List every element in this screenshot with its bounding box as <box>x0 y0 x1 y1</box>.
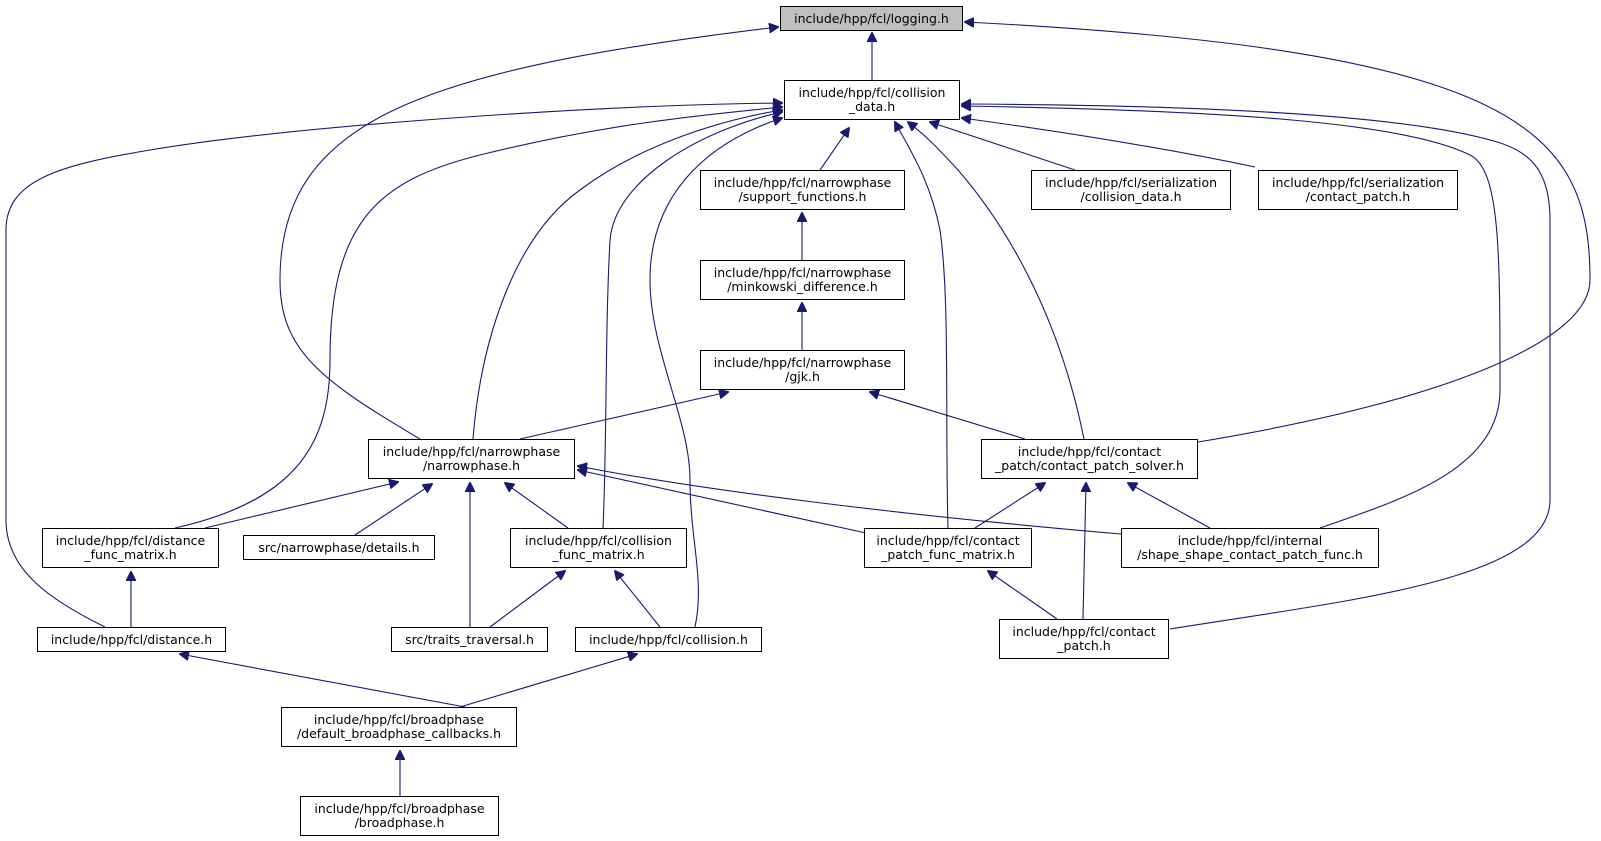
edge-defaultcb-to-collision <box>459 654 637 708</box>
node-label: include/hpp/fcl/logging.h <box>794 10 949 26</box>
node-narrowphase-h[interactable]: include/hpp/fcl/narrowphase /narrowphase… <box>368 439 575 479</box>
edge-distfm-to-cdata <box>174 107 782 529</box>
edge-collfm-to-cdata <box>602 112 782 529</box>
node-details-h[interactable]: src/narrowphase/details.h <box>243 535 435 560</box>
node-label: include/hpp/fcl/serialization <box>1271 175 1445 190</box>
node-label: include/hpp/fcl/narrowphase <box>713 175 892 190</box>
node-shape-shape-contact-patch-func-h[interactable]: include/hpp/fcl/internal /shape_shape_co… <box>1121 528 1379 568</box>
edge-contactpatch-to-cpsolver <box>1083 483 1086 620</box>
edge-collision-to-cdata <box>649 118 782 628</box>
edge-sercd-to-cdata <box>930 122 1076 171</box>
edge-cpsolver-to-gjk <box>870 392 1026 440</box>
node-label: _data.h <box>848 99 896 114</box>
node-label: _patch.h <box>1057 638 1111 653</box>
node-label: /broadphase.h <box>354 815 445 830</box>
node-logging-h: include/hpp/fcl/logging.h <box>780 6 963 31</box>
node-label: /narrowphase.h <box>422 458 521 473</box>
node-label: include/hpp/fcl/serialization <box>1044 175 1218 190</box>
node-label: /contact_patch.h <box>1305 189 1411 204</box>
node-label: include/hpp/fcl/collision <box>525 533 672 548</box>
node-label: include/hpp/fcl/distance <box>55 533 206 548</box>
node-gjk-h[interactable]: include/hpp/fcl/narrowphase /gjk.h <box>700 350 905 390</box>
edge-sercp-to-cdata <box>962 118 1256 168</box>
edge-support-to-cdata <box>819 128 849 171</box>
node-contact-patch-func-matrix-h[interactable]: include/hpp/fcl/contact _patch_func_matr… <box>864 528 1032 568</box>
edge-contactpatch-to-cpfm <box>988 571 1058 620</box>
edge-cpsolver-to-cdata <box>908 122 1085 440</box>
edge-collfm-to-narrow <box>505 483 569 529</box>
node-label: include/hpp/fcl/narrowphase <box>713 265 892 280</box>
node-label: /support_functions.h <box>738 189 867 204</box>
node-label: _func_matrix.h <box>84 547 177 562</box>
node-contact-patch-h[interactable]: include/hpp/fcl/contact _patch.h <box>999 619 1169 659</box>
node-label: _func_matrix.h <box>552 547 645 562</box>
node-label: include/hpp/fcl/collision.h <box>589 631 748 647</box>
edge-details-to-narrow <box>354 484 432 536</box>
node-label: /default_broadphase_callbacks.h <box>296 726 502 741</box>
edge-cpfm-to-cpsolver <box>974 483 1045 529</box>
edge-narrow-to-gjk <box>519 392 728 440</box>
node-label: src/traits_traversal.h <box>405 631 534 647</box>
node-label: /minkowski_difference.h <box>727 279 878 294</box>
node-support-functions-h[interactable]: include/hpp/fcl/narrowphase /support_fun… <box>700 170 905 210</box>
node-contact-patch-solver-h[interactable]: include/hpp/fcl/contact _patch/contact_p… <box>981 439 1198 479</box>
node-label: include/hpp/fcl/collision <box>798 85 946 100</box>
node-collision-func-matrix-h[interactable]: include/hpp/fcl/collision _func_matrix.h <box>510 528 687 568</box>
node-label: include/hpp/fcl/distance.h <box>50 631 213 647</box>
edge-cpsolver-to-logging <box>965 22 1591 443</box>
node-distance-func-matrix-h[interactable]: include/hpp/fcl/distance _func_matrix.h <box>42 528 219 568</box>
edge-contactpatch-to-cdata <box>962 104 1551 630</box>
node-label: include/hpp/fcl/broadphase <box>314 801 485 816</box>
node-label: /collision_data.h <box>1080 189 1182 204</box>
node-label: /gjk.h <box>785 369 820 384</box>
edge-collision-to-collfm <box>615 571 661 628</box>
node-serialization-contact-patch-h[interactable]: include/hpp/fcl/serialization /contact_p… <box>1258 170 1458 210</box>
node-label: include/hpp/fcl/narrowphase <box>713 355 892 370</box>
edge-internal-to-cpsolver <box>1128 483 1211 529</box>
node-label: include/hpp/fcl/contact <box>876 533 1020 548</box>
edge-internal-to-cdata <box>962 106 1501 529</box>
edge-distfm-to-narrow <box>204 482 398 529</box>
node-traits-traversal-h[interactable]: src/traits_traversal.h <box>391 627 548 652</box>
edge-cpfm-to-cdata <box>895 122 949 529</box>
node-label: _patch/contact_patch_solver.h <box>995 458 1184 473</box>
edge-narrow-to-cdata <box>472 110 782 440</box>
node-distance-h[interactable]: include/hpp/fcl/distance.h <box>37 627 226 652</box>
node-broadphase-h[interactable]: include/hpp/fcl/broadphase /broadphase.h <box>300 796 499 836</box>
edge-internal-to-narrow <box>578 466 1122 535</box>
edge-defaultcb-to-distance <box>180 654 466 708</box>
node-label: include/hpp/fcl/internal <box>1177 533 1323 548</box>
edge-cpfm-to-narrow <box>578 470 867 534</box>
edge-group <box>5 22 1591 796</box>
node-default-broadphase-callbacks-h[interactable]: include/hpp/fcl/broadphase /default_broa… <box>281 707 517 747</box>
edge-distance-to-cdata <box>5 103 782 628</box>
node-label: include/hpp/fcl/broadphase <box>313 712 485 727</box>
node-label: include/hpp/fcl/narrowphase <box>382 444 561 459</box>
node-serialization-collision-data-h[interactable]: include/hpp/fcl/serialization /collision… <box>1031 170 1231 210</box>
node-collision-data-h[interactable]: include/hpp/fcl/collision _data.h <box>784 80 960 120</box>
node-label: _patch_func_matrix.h <box>881 547 1015 562</box>
node-label: src/narrowphase/details.h <box>258 539 420 555</box>
edge-traits-to-collfm <box>489 571 565 628</box>
node-minkowski-difference-h[interactable]: include/hpp/fcl/narrowphase /minkowski_d… <box>700 260 905 300</box>
edge-narrow-to-logging <box>279 27 778 440</box>
node-collision-h[interactable]: include/hpp/fcl/collision.h <box>575 627 762 652</box>
node-label: include/hpp/fcl/contact <box>1017 444 1162 459</box>
node-label: include/hpp/fcl/contact <box>1012 624 1156 639</box>
node-label: /shape_shape_contact_patch_func.h <box>1137 547 1363 562</box>
